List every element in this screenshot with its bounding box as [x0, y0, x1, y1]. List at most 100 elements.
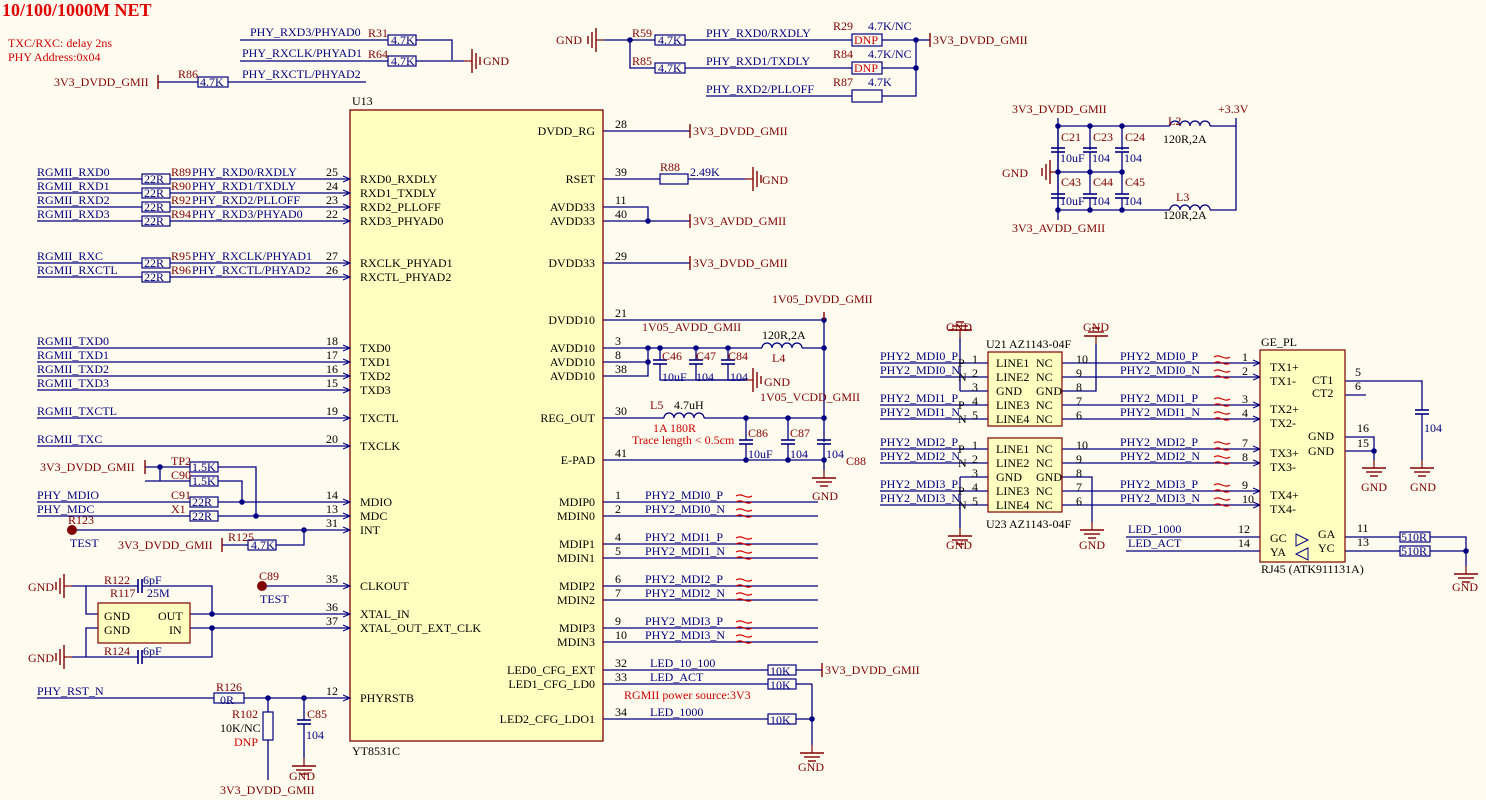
- rj45-pin-number: 13: [1357, 535, 1369, 549]
- inductor-value: 4.7uH: [674, 398, 704, 412]
- transformer-pin-number: 10: [1076, 438, 1088, 452]
- mdi-net-label: PHY2_MDI0_P: [1120, 349, 1198, 363]
- chip-pin-name: RXD2_PLLOFF: [360, 200, 441, 214]
- resistor-ref: R64: [368, 47, 388, 61]
- chip-pin-name: REG_OUT: [540, 411, 595, 425]
- chip-pin-name: PHYRSTB: [360, 691, 414, 705]
- junction-dot: [645, 359, 651, 365]
- net-label: PHY_RXCTL/PHYAD2: [242, 67, 361, 81]
- resistor-value: 0R: [220, 693, 234, 707]
- rgmii-net-label: RGMII_TXD1: [37, 348, 109, 362]
- chip-pin-number: 32: [615, 656, 627, 670]
- junction-dot: [657, 345, 663, 351]
- mdio-net: PHY_MDIO: [37, 488, 99, 502]
- power-label: 3V3_DVDD_GMII: [40, 460, 135, 474]
- junction-dot: [1087, 123, 1093, 129]
- dnp-label: DNP: [854, 61, 878, 75]
- diff-pair-icon: [1213, 483, 1231, 493]
- diff-pair-icon: [1213, 397, 1231, 407]
- chip-pin-name: AVDD10: [550, 355, 595, 369]
- rj45-pin: GC: [1270, 531, 1287, 545]
- led-diode-icon: [1295, 533, 1310, 547]
- rj45-pin-number: 12: [1238, 522, 1250, 536]
- net-label: PHY_RXCLK/PHYAD1: [242, 46, 362, 60]
- resistor-dnp: [851, 33, 883, 47]
- resistor-ref: R87: [833, 75, 853, 89]
- mdi-net-label: PHY2_MDI2_N: [1120, 449, 1200, 463]
- rgmii-net-label: RGMII_TXCTL: [37, 404, 117, 418]
- junction-dot: [253, 513, 259, 519]
- chip-pin-name: MDIP2: [559, 579, 595, 593]
- resistor-22r: [141, 215, 171, 227]
- cap-value: 104: [1092, 151, 1110, 165]
- cap-value: 10uF: [1060, 194, 1085, 208]
- power-label: 3V3_DVDD_GMII: [118, 538, 213, 552]
- rj45-part: RJ45 (ATK911131A): [1261, 562, 1364, 576]
- net-label: PHY_RXD0/RXDLY: [706, 26, 811, 40]
- chip-u13: [349, 109, 604, 742]
- resistor-value: 22R: [144, 270, 164, 284]
- chip-pin-name: DVDD_RG: [538, 124, 596, 138]
- junction-dot: [1055, 207, 1061, 213]
- led-net: LED_10_100: [650, 656, 715, 670]
- chip-pin-number: 13: [326, 502, 338, 516]
- junction-dot: [913, 65, 919, 71]
- note-phy-address: PHY Address:0x04: [8, 50, 101, 64]
- rj45-pin-number: 11: [1357, 521, 1369, 535]
- note-delay: TXC/RXC: delay 2ns: [8, 36, 112, 50]
- resistor-value: 22R: [144, 172, 164, 186]
- rj45-pin-number: 4: [1242, 406, 1248, 420]
- rj45-pin: GND: [1308, 444, 1334, 458]
- power-label: +3.3V: [1218, 102, 1249, 116]
- junction-dot: [627, 37, 633, 43]
- transformer-pin-number: 1: [972, 352, 978, 366]
- chip-pin-number: 11: [615, 193, 627, 207]
- cap-ref: C86: [748, 426, 768, 440]
- chip-pin-number: 40: [615, 207, 627, 221]
- mdi-net-label: PHY2_MDI1_N: [645, 544, 725, 558]
- rj45-pin-number: 14: [1238, 536, 1250, 550]
- resistor-22r: [141, 271, 171, 283]
- chip-pin-name: LED0_CFG_EXT: [507, 663, 596, 677]
- transformer-pin-number: 7: [1076, 394, 1082, 408]
- cap-value: 104: [790, 447, 808, 461]
- diff-pair-icon: [735, 494, 753, 504]
- mdi-net-label: PHY2_MDI1_N: [880, 405, 960, 419]
- rj45-pin-number: 8: [1242, 450, 1248, 464]
- signal-arrow-icon: [342, 442, 352, 450]
- cap-ref: C43: [1061, 175, 1081, 189]
- rj45-pin: CT2: [1312, 386, 1333, 400]
- mdi-net-label: PHY2_MDI2_P: [880, 435, 958, 449]
- page-title: 10/100/1000M NET: [2, 0, 152, 20]
- power-label: 3V3_DVDD_GMII: [220, 783, 315, 797]
- mdi-net-label: PHY2_MDI1_N: [1120, 405, 1200, 419]
- rj45-pin-number: 9: [1242, 478, 1248, 492]
- crystal-pin: OUT: [158, 609, 183, 623]
- resistor: [767, 664, 797, 676]
- resistor: [189, 461, 219, 473]
- polarity-mark: P: [958, 484, 965, 498]
- junction-dot: [1119, 207, 1125, 213]
- test-point-tp2: [257, 581, 267, 591]
- rj45-pin-number: 2: [1242, 364, 1248, 378]
- resistor-ref: R92: [171, 193, 191, 207]
- ground-label: GND: [1452, 580, 1478, 594]
- resistor-value: 4.7K: [658, 61, 682, 75]
- led-net: LED_ACT: [650, 670, 704, 684]
- junction-dot: [301, 695, 307, 701]
- resistor-value: 4.7K/NC: [868, 19, 912, 33]
- chip-pin-number: 38: [615, 362, 627, 376]
- cap-ref: R124: [104, 644, 130, 658]
- chip-pin-name: DVDD10: [548, 313, 595, 327]
- led-diode-icon: [1294, 547, 1309, 561]
- junction-dot: [209, 625, 215, 631]
- rj45-pin-number: 15: [1357, 436, 1369, 450]
- rj45-pin-number: 1: [1242, 350, 1248, 364]
- mdi-net-label: PHY2_MDI3_N: [1120, 491, 1200, 505]
- cap-value: 104: [826, 447, 844, 461]
- cap-value: 104: [1424, 421, 1442, 435]
- power-label: 3V3_DVDD_GMII: [693, 256, 788, 270]
- rj45-pin: TX3-: [1270, 460, 1296, 474]
- signal-arrow-icon: [342, 189, 352, 197]
- transformer-pin: LINE4: [996, 412, 1029, 426]
